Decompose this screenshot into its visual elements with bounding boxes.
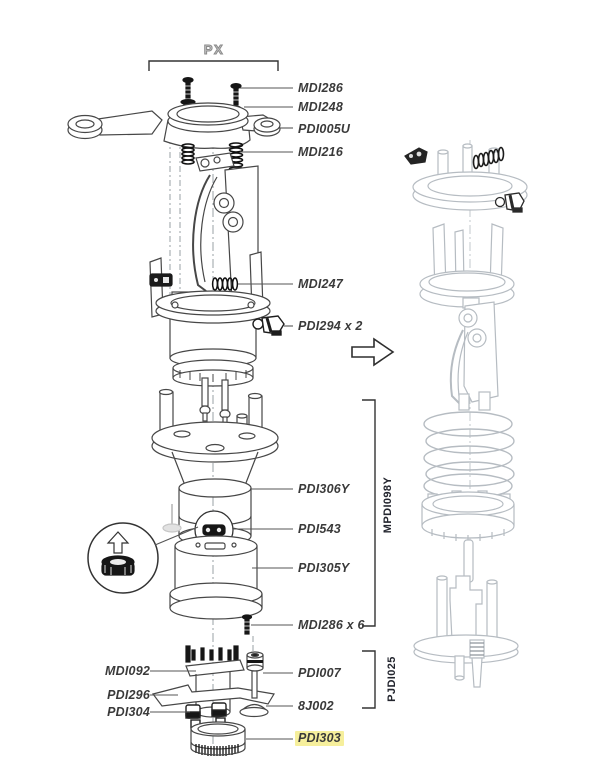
bracket-pjdi025 (362, 650, 376, 709)
flange-posts (151, 388, 279, 489)
callout-pdi303-highlighted: PDI303 (295, 731, 344, 746)
callout-pdi296: PDI296 (107, 688, 150, 702)
callout-mdi247: MDI247 (298, 277, 343, 291)
callout-mdi286: MDI286 (298, 81, 343, 95)
group-label-pjdi025: PJDI025 (386, 656, 398, 702)
group-brackets (148, 60, 376, 709)
part-8j002 (239, 703, 269, 718)
cup-pdi303 (190, 721, 246, 756)
callout-pdi543: PDI543 (298, 522, 341, 536)
callout-pdi305y: PDI305Y (298, 561, 350, 575)
spring-mdi247 (211, 277, 239, 291)
coil-spring (423, 411, 515, 499)
left-assembly-drawing (67, 76, 285, 756)
callout-pdi306y: PDI306Y (298, 482, 350, 496)
callout-mdi092: MDI092 (105, 664, 150, 678)
ghost-part (162, 504, 182, 533)
leader-lines (150, 87, 293, 740)
group-label-px: PX (203, 42, 225, 58)
callout-pdi304: PDI304 (107, 705, 150, 719)
spring-dark (472, 146, 505, 170)
bottom-manifold (151, 645, 275, 729)
callout-mdi286x6: MDI286 x 6 (298, 618, 365, 632)
callout-mdi248: MDI248 (298, 100, 343, 114)
callout-pdi005u: PDI005U (298, 122, 351, 136)
group-label-mpdi098y: MPDI098Y (382, 476, 394, 534)
detail-circle-bushing (87, 522, 199, 594)
callout-mdi216: MDI216 (298, 145, 343, 159)
callout-pdi007: PDI007 (298, 666, 341, 680)
bracket-px (148, 60, 279, 71)
up-arrow-icon (106, 531, 130, 554)
assembled-view-arrow-icon (351, 337, 395, 367)
clip-dark-left (404, 147, 428, 165)
screw-mdi286x6 (241, 614, 253, 635)
callout-8j002: 8J002 (298, 699, 334, 713)
canister-body (155, 290, 271, 426)
cylinder-pdi305y (169, 535, 263, 620)
bracket-mpdi098y (362, 399, 376, 627)
bracket-pdi005u (67, 102, 281, 149)
callout-pdi294x2: PDI294 x 2 (298, 319, 363, 333)
clip-dark-right (494, 192, 525, 213)
right-assembly-drawing (404, 143, 528, 688)
clip-left (149, 273, 173, 287)
clip-pdi294 (252, 315, 285, 336)
part-pdi007 (246, 651, 264, 699)
